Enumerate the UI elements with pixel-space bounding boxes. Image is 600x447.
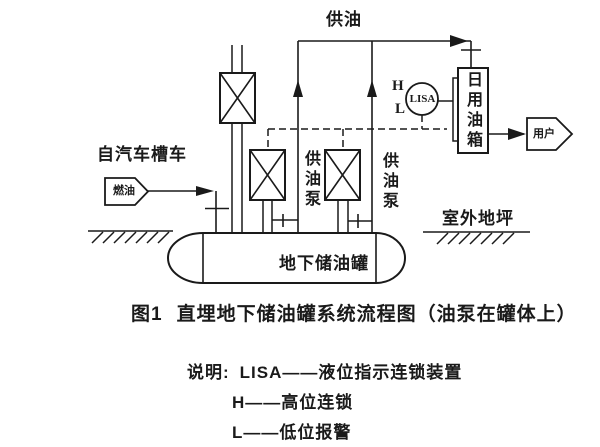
supply-pump-a-icon: [249, 149, 298, 233]
level-gauge-bracket-icon: [452, 77, 458, 142]
legend-item-low: L——低位报警: [232, 423, 352, 442]
label-outdoor-ground: 室外地坪: [442, 209, 514, 228]
underground-tank-icon: [167, 232, 406, 284]
inlet-arrowhead-icon: [196, 186, 214, 196]
ground-hatch-left-icon: [88, 230, 173, 244]
flame-arrester-icon: [219, 72, 256, 124]
figure-caption-number: 图1: [131, 304, 163, 325]
riser-left-arrowhead-icon: [293, 80, 303, 97]
label-underground-tank: 地下储油罐: [279, 254, 369, 273]
label-user: 用户: [533, 128, 555, 140]
label-supply-pump-left: 供油泵: [302, 150, 319, 210]
user-outlet-line: [488, 128, 526, 140]
fuel-oil-flag-icon: [104, 177, 150, 206]
ground-hatch-right-icon: [423, 231, 530, 245]
riser-right-arrowhead-icon: [367, 80, 377, 97]
supply-header-line: [298, 35, 481, 68]
supply-riser-right: [367, 41, 377, 233]
legend-item-lisa: LISA——液位指示连锁装置: [239, 363, 463, 382]
supply-pump-b-icon: [324, 149, 372, 233]
header-arrowhead-icon: [450, 35, 468, 47]
label-from-tanker-truck: 自汽车槽车: [97, 145, 187, 164]
legend-line-lisa: 说明: LISA——液位指示连锁装置: [187, 358, 462, 383]
label-lisa: LISA: [409, 93, 436, 105]
user-flag-icon: [526, 117, 574, 151]
label-low-level: L: [395, 101, 406, 117]
figure-caption: 图1 直埋地下储油罐系统流程图（油泵在罐体上）: [131, 304, 577, 326]
label-supply-oil: 供油: [326, 10, 362, 29]
outlet-arrowhead-icon: [508, 128, 526, 140]
label-daily-oil-tank: 日用油箱: [464, 71, 481, 151]
supply-riser-left: [293, 41, 303, 233]
label-fuel-oil: 燃油: [113, 185, 135, 197]
fuel-inlet-line: [148, 186, 229, 233]
legend-intro: 说明:: [187, 363, 230, 382]
interlock-signal-lines: [267, 115, 447, 148]
vent-pipe: [231, 45, 243, 233]
daily-oil-tank-box: [457, 67, 489, 154]
figure-caption-text: 直埋地下储油罐系统流程图（油泵在罐体上）: [176, 304, 577, 325]
label-supply-pump-right: 供油泵: [380, 152, 397, 212]
legend-item-high: H——高位连锁: [232, 393, 354, 412]
label-high-level: H: [392, 78, 404, 94]
